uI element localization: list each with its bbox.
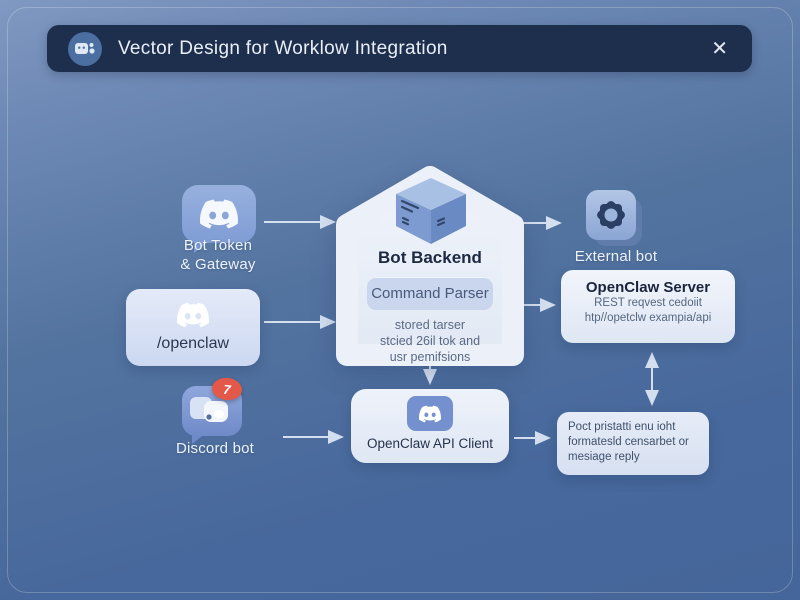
bot-chat-icon — [68, 31, 102, 66]
api-client-label: OpenClaw API Client — [366, 436, 494, 451]
discord-icon — [176, 302, 210, 328]
gear-bot-icon — [586, 190, 642, 246]
discord-icon — [182, 185, 256, 253]
server-title: OpenClaw Server — [585, 279, 711, 296]
bot-backend-title: Bot Backend — [378, 248, 482, 267]
command-parser-chip: Command Parser — [367, 277, 493, 310]
server-line-1: REST reqvest cedoiit — [594, 297, 702, 309]
openclaw-command-label: /openclaw — [156, 335, 230, 352]
title-bar: Vector Design for Worklow Integration ✕ — [47, 25, 752, 72]
bot-backend-note: stored tarser stcied 26il tok and usr pe… — [379, 318, 481, 364]
discord-bot-label: Discord bot — [175, 440, 255, 457]
openclaw-command-node: /openclaw — [126, 289, 260, 366]
close-icon[interactable]: ✕ — [711, 37, 728, 60]
discord-icon — [407, 396, 453, 431]
api-client-node: OpenClaw API Client — [351, 389, 509, 463]
reply-note-node: Poct pristatti enu ioht formatesld censa… — [557, 412, 709, 475]
openclaw-server-node: OpenClaw Server REST reqvest cedoiit htp… — [561, 270, 735, 343]
external-bot-label: External bot — [574, 248, 658, 265]
bot-token-label: Bot Token & Gateway — [180, 237, 256, 273]
package-box-icon — [396, 178, 466, 244]
page-title: Vector Design for Worklow Integration — [118, 37, 448, 59]
server-line-2: htp//opetclw exampia/api — [584, 312, 712, 324]
